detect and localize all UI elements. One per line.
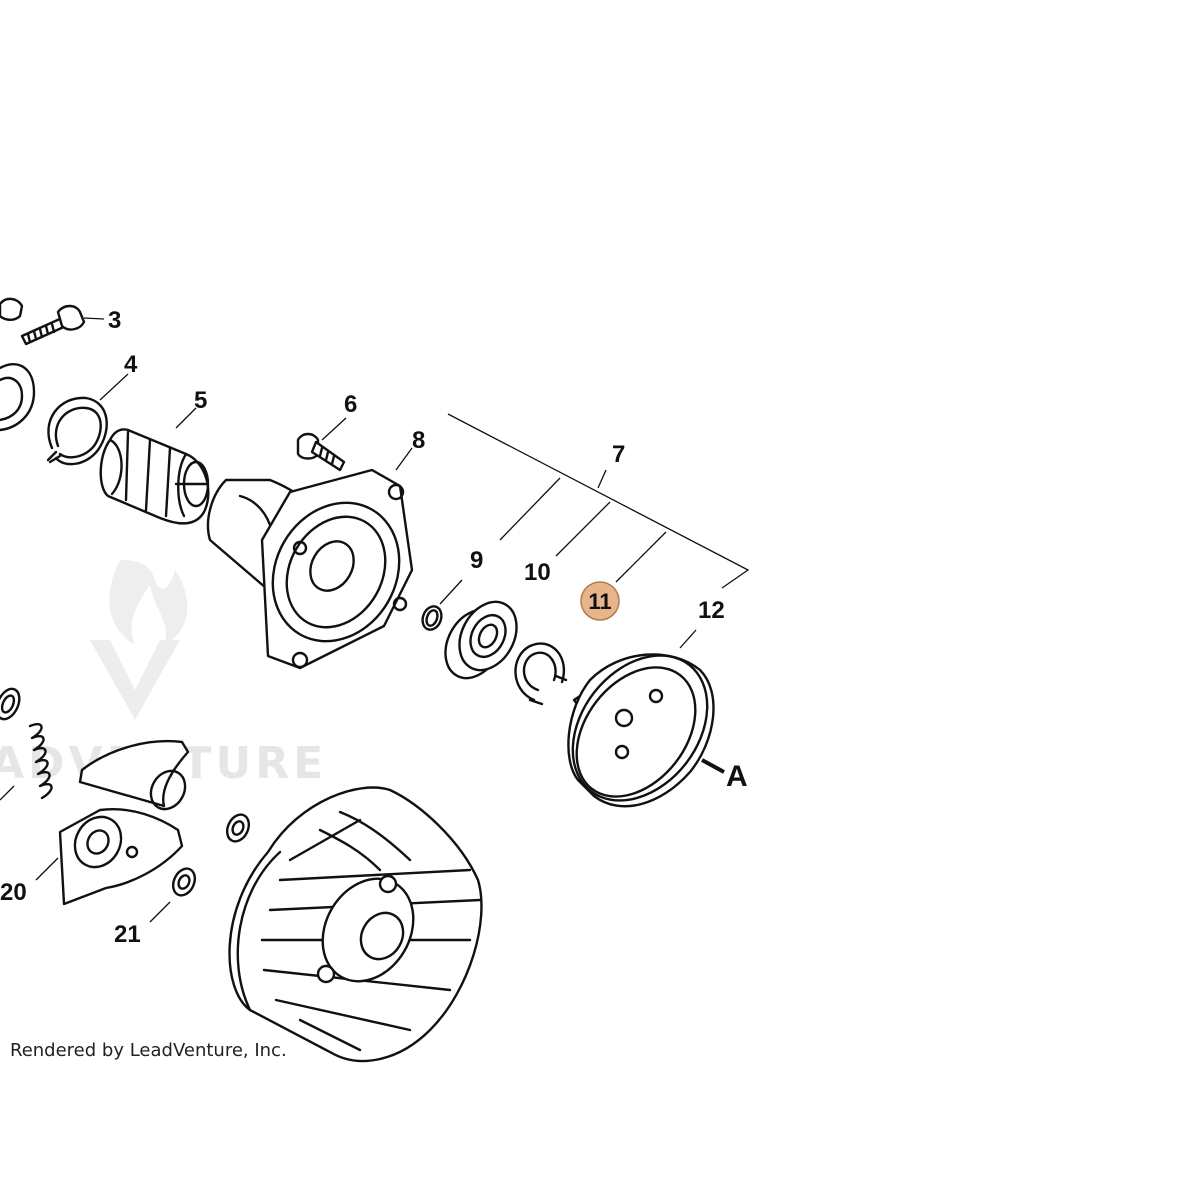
callout-11[interactable]: 11: [588, 589, 611, 614]
callout-9[interactable]: 9: [470, 547, 483, 574]
snap-ring-part-11[interactable]: [514, 642, 568, 706]
bearing-part-10[interactable]: [434, 592, 528, 688]
ring-partial-left: [0, 362, 36, 432]
callout-12[interactable]: 12: [698, 597, 725, 624]
washer-left-upper: [0, 687, 21, 721]
snap-ring-part-9[interactable]: [419, 604, 444, 633]
callout-4[interactable]: 4: [124, 351, 138, 378]
callout-11-highlight[interactable]: 11: [580, 581, 620, 621]
screw-part-6[interactable]: [296, 432, 346, 472]
callout-7[interactable]: 7: [612, 441, 625, 468]
clutch-drum-part-12[interactable]: [545, 629, 735, 826]
callout-6[interactable]: 6: [344, 391, 357, 418]
callout-3[interactable]: 3: [108, 307, 121, 334]
clutch-shoe-part-20[interactable]: [58, 739, 192, 906]
flywheel-fan[interactable]: [228, 786, 483, 1063]
screw-part-3[interactable]: [0, 297, 86, 346]
reference-arrow: [701, 758, 725, 774]
highlight-circle: [580, 581, 620, 621]
sleeve-part-5[interactable]: [99, 428, 210, 525]
group-bracket: [447, 413, 750, 589]
callout-8[interactable]: 8: [412, 427, 425, 454]
credit-text: Rendered by LeadVenture, Inc.: [10, 1040, 287, 1061]
snap-ring-part-4[interactable]: [46, 396, 108, 466]
washer-middle: [225, 813, 251, 843]
spring-part[interactable]: [0, 723, 53, 801]
callout-20[interactable]: 20: [0, 879, 27, 906]
callout-21[interactable]: 21: [114, 921, 141, 948]
washer-part-21[interactable]: [169, 865, 199, 899]
callout-5[interactable]: 5: [194, 387, 207, 414]
reference-label-a[interactable]: A: [726, 760, 748, 793]
clutch-housing-part-8[interactable]: [206, 468, 424, 670]
callout-10[interactable]: 10: [524, 559, 551, 586]
